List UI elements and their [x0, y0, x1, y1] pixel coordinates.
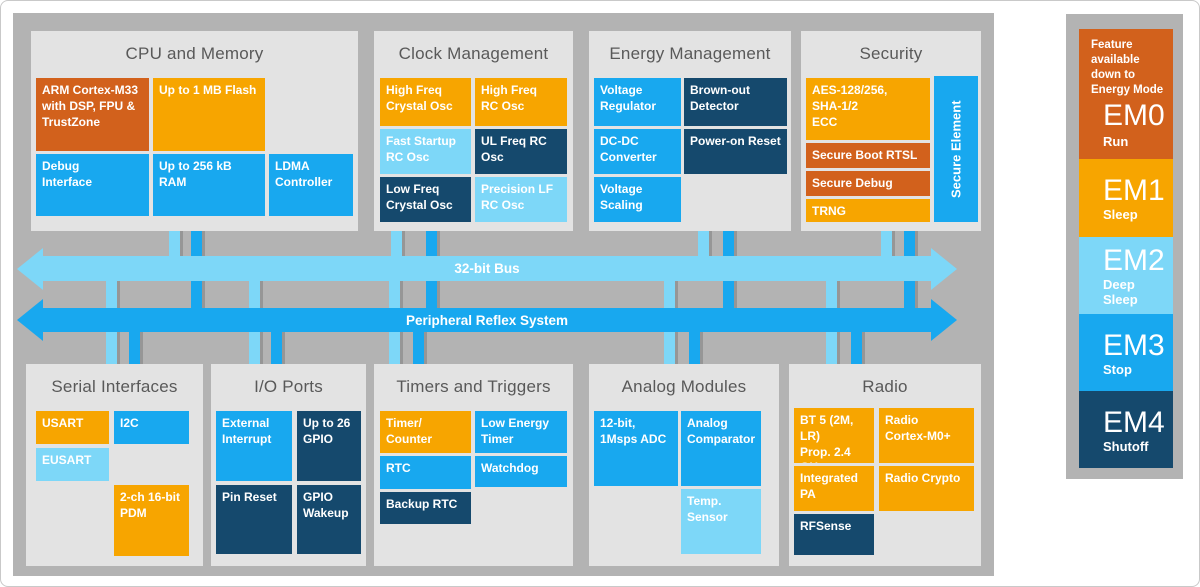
block-usart: USART — [36, 411, 109, 444]
em-sub-label: Stop — [1103, 361, 1132, 377]
bus-connector — [413, 315, 424, 364]
em-sub-label: Shutoff — [1103, 438, 1149, 454]
block-eusart: EUSART — [36, 448, 109, 481]
em-name: EM3 — [1103, 328, 1165, 362]
bus-connector — [271, 315, 282, 364]
block-analog-comparator: Analog Comparator — [681, 411, 761, 486]
section-title: I/O Ports — [254, 377, 323, 396]
bus-connector — [698, 229, 709, 259]
energy-mode-em2: EM2 Deep Sleep — [1079, 237, 1173, 314]
legend-header: Feature available down to Energy Mode — [1091, 39, 1164, 96]
bus-connector — [689, 315, 700, 364]
block-aes-sha-ecc: AES-128/256, SHA-1/2 ECC — [806, 78, 930, 140]
bus-connector — [129, 315, 140, 364]
energy-mode-column: Feature available down to Energy Mode EM… — [1079, 29, 1173, 468]
block-voltage-scaling: Voltage Scaling — [594, 177, 681, 222]
section-clock-management: Clock Management High Freq Crystal Osc H… — [374, 31, 573, 231]
em-name: EM4 — [1103, 405, 1165, 439]
bus-prs-label: Peripheral Reflex System — [405, 312, 569, 328]
block-flash: Up to 1 MB Flash — [153, 78, 265, 151]
block-arm-cortex-m33: ARM Cortex-M33 with DSP, FPU & TrustZone — [36, 78, 149, 151]
em-name: EM0 — [1103, 99, 1165, 132]
block-backup-rtc: Backup RTC — [380, 492, 471, 524]
em-sub-label: Run — [1103, 134, 1129, 149]
block-radio-crypto: Radio Crypto — [879, 466, 974, 511]
bus-connector — [881, 229, 892, 259]
block-watchdog: Watchdog — [475, 456, 567, 487]
em-sub-label: Sleep — [1103, 207, 1138, 222]
block-radio-cortex-m0: Radio Cortex-M0+ — [879, 408, 974, 463]
energy-mode-em1: EM1 Sleep — [1079, 159, 1173, 237]
section-title: Timers and Triggers — [396, 377, 551, 396]
section-title: CPU and Memory — [125, 44, 264, 63]
block-rfsense: RFSense — [794, 514, 874, 555]
block-external-interrupt: External Interrupt — [216, 411, 292, 481]
block-dcdc-converter: DC-DC Converter — [594, 129, 681, 174]
block-adc: 12-bit, 1Msps ADC — [594, 411, 678, 486]
block-ldma-controller: LDMA Controller — [269, 154, 353, 216]
section-title: Analog Modules — [621, 377, 747, 396]
block-temp-sensor: Temp. Sensor — [681, 489, 761, 554]
energy-mode-em3: EM3 Stop — [1079, 314, 1173, 391]
em-name: EM2 — [1103, 244, 1165, 277]
section-energy-management: Energy Management Voltage Regulator Brow… — [589, 31, 791, 231]
em-sub-label: Deep Sleep — [1103, 277, 1138, 307]
section-timers-triggers: Timers and Triggers Timer/ Counter Low E… — [374, 364, 573, 566]
block-voltage-regulator: Voltage Regulator — [594, 78, 681, 126]
block-pdm: 2-ch 16-bit PDM — [114, 485, 189, 556]
block-precision-lf-rc-osc: Precision LF RC Osc — [475, 177, 567, 222]
block-integrated-pa: Integrated PA — [794, 466, 874, 511]
bus-32bit: 32-bit Bus — [43, 256, 931, 281]
section-security: Security AES-128/256, SHA-1/2 ECC Secure… — [801, 31, 981, 231]
block-pin-reset: Pin Reset — [216, 485, 292, 554]
section-title: Security — [859, 44, 923, 63]
energy-mode-legend-panel: Feature available down to Energy Mode EM… — [1066, 14, 1183, 479]
bus-32bit-label: 32-bit Bus — [454, 261, 520, 276]
bus-peripheral-reflex: Peripheral Reflex System — [43, 308, 931, 332]
section-radio: Radio BT 5 (2M, LR) Prop. 2.4 GHz Radio … — [789, 364, 981, 566]
block-gpio-wakeup: GPIO Wakeup — [297, 485, 361, 554]
block-lf-crystal-osc: Low Freq Crystal Osc — [380, 177, 471, 222]
block-low-energy-timer: Low Energy Timer — [475, 411, 567, 453]
em-name: EM1 — [1103, 174, 1165, 207]
section-io-ports: I/O Ports External Interrupt Up to 26 GP… — [211, 364, 366, 566]
block-hf-crystal-osc: High Freq Crystal Osc — [380, 78, 471, 126]
section-title: Energy Management — [609, 44, 771, 63]
block-debug-interface: Debug Interface — [36, 154, 149, 216]
block-i2c: I2C — [114, 411, 189, 444]
block-gpio: Up to 26 GPIO — [297, 411, 361, 481]
section-title: Radio — [862, 377, 908, 396]
block-bt5: BT 5 (2M, LR) Prop. 2.4 GHz — [794, 408, 874, 463]
block-brownout-detector: Brown-out Detector — [684, 78, 787, 126]
energy-mode-em0: Feature available down to Energy Mode EM… — [1079, 29, 1173, 159]
bus-connector — [391, 229, 402, 259]
energy-mode-em4: EM4 Shutoff — [1079, 391, 1173, 468]
block-timer-counter: Timer/ Counter — [380, 411, 471, 453]
block-hf-rc-osc: High Freq RC Osc — [475, 78, 567, 126]
bus-connector — [851, 315, 862, 364]
bus-connector — [169, 229, 180, 259]
block-secure-boot-rtsl: Secure Boot RTSL — [806, 143, 930, 168]
section-analog-modules: Analog Modules 12-bit, 1Msps ADC Analog … — [589, 364, 779, 566]
block-rtc: RTC — [380, 456, 471, 489]
block-ram: Up to 256 kB RAM — [153, 154, 265, 216]
section-title: Clock Management — [398, 44, 549, 63]
block-power-on-reset: Power-on Reset — [684, 129, 787, 174]
block-fast-startup-rc-osc: Fast Startup RC Osc — [380, 129, 471, 174]
section-cpu-memory: CPU and Memory ARM Cortex-M33 with DSP, … — [31, 31, 358, 231]
section-serial-interfaces: Serial Interfaces USART I2C EUSART 2-ch … — [26, 364, 203, 566]
block-secure-element: Secure Element — [934, 76, 978, 222]
section-title: Serial Interfaces — [51, 377, 178, 396]
block-ul-freq-rc-osc: UL Freq RC Osc — [475, 129, 567, 174]
block-trng: TRNG — [806, 199, 930, 222]
block-secure-debug: Secure Debug — [806, 171, 930, 196]
